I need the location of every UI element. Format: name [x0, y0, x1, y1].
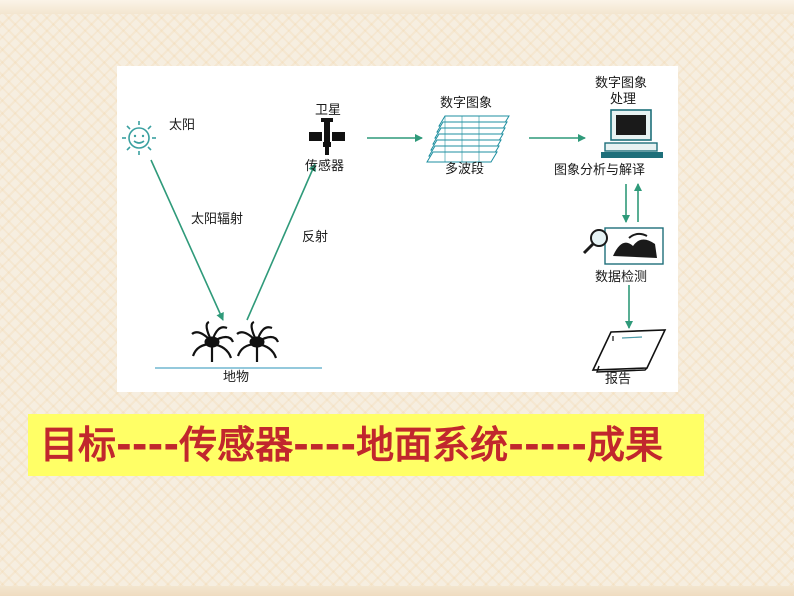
- satellite-icon: [309, 118, 345, 155]
- summary-banner: 目标----传感器----地面系统-----成果: [28, 414, 704, 476]
- ground-object-label: 地物: [223, 370, 250, 385]
- computer-icon: [601, 109, 663, 158]
- digital-image-label: 数字图象: [440, 96, 493, 111]
- palm-trees-icon: [191, 320, 280, 362]
- solar-radiation-arrow: [150, 159, 224, 321]
- data-check-label: 数据检测: [595, 270, 648, 285]
- multiband-label: 多波段: [445, 162, 485, 177]
- remote-sensing-diagram: 太阳 卫星 传感器 数字图象 多波段 数字图象 处理 图象分析与解译 太阳辐射 …: [117, 66, 678, 392]
- processing-label-line2: 处理: [610, 92, 637, 107]
- sensor-label: 传感器: [305, 159, 345, 174]
- report-icon: [591, 329, 667, 373]
- reflection-arrow: [246, 163, 316, 321]
- processing-label-line1: 数字图象: [595, 76, 648, 91]
- summary-banner-text: 目标----传感器----地面系统-----成果: [40, 423, 664, 467]
- sun-icon: [122, 121, 156, 155]
- analysis-label: 图象分析与解译: [554, 163, 646, 178]
- multiband-stack-icon: [426, 115, 510, 163]
- reflection-label: 反射: [302, 230, 329, 245]
- report-label: 报告: [605, 372, 632, 387]
- sun-label: 太阳: [169, 118, 196, 133]
- satellite-label: 卫星: [315, 103, 342, 118]
- solar-radiation-label: 太阳辐射: [191, 212, 244, 227]
- bottom-stripe: [0, 586, 794, 596]
- magnifier-map-icon: [582, 227, 664, 265]
- top-stripe: [0, 0, 794, 14]
